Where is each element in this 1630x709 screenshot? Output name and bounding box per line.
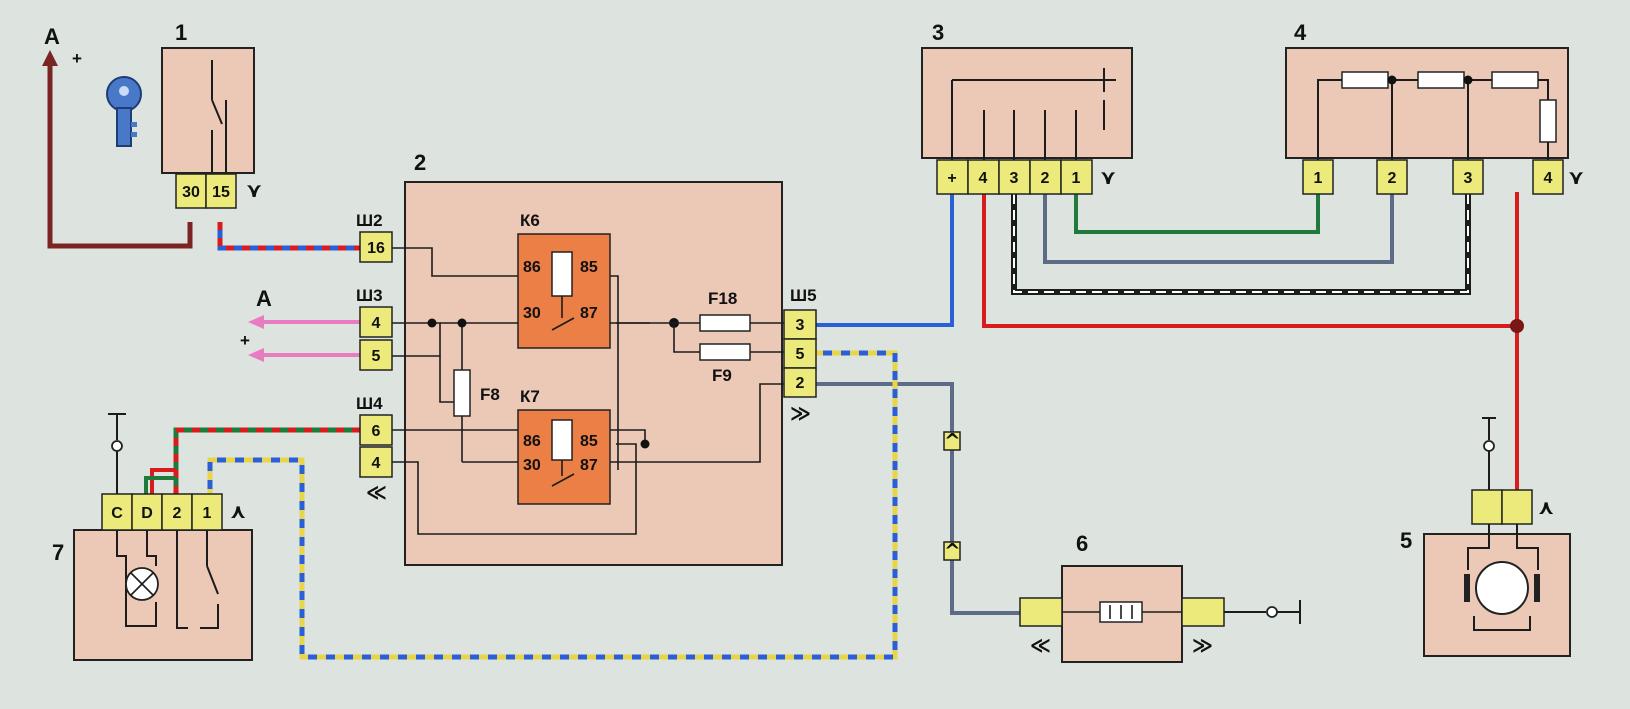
- relay-label: К7: [520, 387, 540, 406]
- component-number: 6: [1076, 531, 1088, 556]
- plug-icon: [943, 431, 961, 451]
- resistor: [1417, 71, 1465, 89]
- wire-battery-dark-red: [47, 62, 193, 249]
- ignition-switch: 1 30 15 ⋎: [161, 20, 262, 209]
- fuse-f18: [699, 314, 751, 332]
- component-number: 1: [175, 20, 187, 45]
- pin-label: 85: [580, 433, 598, 450]
- resistor-block: 4 1 2 3 4 ⋎: [1285, 20, 1584, 195]
- terminal: [175, 173, 207, 209]
- plus-label: +: [240, 331, 250, 350]
- resistor: [1491, 71, 1539, 89]
- pin-label: 4: [979, 170, 988, 187]
- wire-green: [1074, 192, 1320, 234]
- wire-blue-sh5-3: [805, 194, 954, 327]
- svg-text:^: ^: [944, 429, 961, 453]
- wire-black-white: [1011, 192, 1471, 295]
- svg-text:^: ^: [944, 539, 961, 563]
- pin-label: 87: [580, 305, 598, 322]
- wire-grey-sh5-2: [805, 382, 1020, 615]
- connector-6: ^ ^ 6 ≪ ≫: [943, 429, 1301, 663]
- fuse-label: F9: [712, 366, 732, 385]
- component-number: 7: [52, 540, 64, 565]
- junction-dot: [1510, 319, 1524, 333]
- wire-grey-blue: [1043, 192, 1394, 264]
- connector-label: Ш2: [356, 211, 383, 230]
- arrow-left-icon: [248, 315, 264, 329]
- fuse-f8: [453, 369, 471, 417]
- pin-label: 86: [523, 433, 541, 450]
- fuse-f9: [699, 343, 751, 361]
- pin-label: 3: [1464, 170, 1473, 187]
- pin-label: 30: [523, 457, 541, 474]
- component-number: 4: [1294, 20, 1307, 45]
- wire-red: [982, 192, 1519, 328]
- connector-symbol-icon: ⋏: [1538, 495, 1554, 519]
- pin-label: 5: [372, 348, 381, 365]
- component-7: 7 C D 2 1 ⋏: [52, 413, 253, 661]
- pin-label: 5: [796, 346, 805, 363]
- connector-symbol-icon: ≪: [1030, 633, 1051, 657]
- pin-label: 2: [173, 505, 182, 522]
- pin-label: 1: [1314, 170, 1323, 187]
- pin-label: 30: [182, 184, 200, 201]
- connector-label: Ш5: [790, 286, 817, 305]
- pin-label: 2: [1041, 170, 1050, 187]
- switch-3: 3 + 4 3 2 1 ⋎: [921, 20, 1133, 195]
- pin-label: 4: [372, 315, 381, 332]
- pin-label: 30: [523, 305, 541, 322]
- component-number: 2: [414, 150, 426, 175]
- plus-label: +: [72, 49, 82, 68]
- relay-block: 2 К6 86 85 30 87 К7 86 85: [356, 150, 817, 566]
- pin-label: 16: [367, 240, 385, 257]
- key-icon: [106, 76, 142, 147]
- relay-label: К6: [520, 211, 540, 230]
- wire-ignition-blue-red: [217, 222, 360, 251]
- fuse-label: F8: [480, 385, 500, 404]
- pin-label: 2: [1388, 170, 1397, 187]
- terminal: [205, 173, 237, 209]
- resistor: [1539, 99, 1557, 143]
- connector-symbol-icon: ⋎: [246, 178, 262, 202]
- resistor: [1341, 71, 1389, 89]
- fan-motor: ⋏ 5: [1400, 417, 1571, 657]
- pin-label: 3: [1010, 170, 1019, 187]
- pin-label: 3: [796, 317, 805, 334]
- arrow-up-icon: [42, 50, 58, 66]
- connector-symbol-icon: ⋎: [1568, 165, 1584, 189]
- arrow-left-icon: [248, 348, 264, 362]
- connector-symbol-icon: ≫: [1192, 633, 1213, 657]
- connector-symbol-icon: ⋎: [1100, 165, 1116, 189]
- pin-label: 1: [1072, 170, 1081, 187]
- pin-label: C: [111, 505, 123, 522]
- pin-label: 1: [203, 505, 212, 522]
- pin-label: 2: [796, 375, 805, 392]
- battery-label: A: [44, 24, 60, 49]
- pin-label: +: [947, 170, 956, 187]
- component-number: 3: [932, 20, 944, 45]
- fuse-label: F18: [708, 289, 737, 308]
- connector-symbol-icon: ≫: [790, 401, 811, 425]
- switch-3-terminals: + 4 3 2 1: [936, 159, 1093, 195]
- pin-label: 4: [372, 455, 381, 472]
- connector-symbol-icon: ≪: [366, 480, 387, 504]
- motor-icon: [1475, 561, 1529, 615]
- pin-label: 6: [372, 423, 381, 440]
- pin-label: 85: [580, 259, 598, 276]
- plug-icon: [943, 541, 961, 561]
- power-label: A: [256, 286, 272, 311]
- pin-label: 87: [580, 457, 598, 474]
- connector-symbol-icon: ⋏: [230, 499, 246, 523]
- pin-label: 4: [1544, 170, 1553, 187]
- connector-label: Ш4: [356, 394, 383, 413]
- wires: [42, 50, 1524, 660]
- pin-label: D: [141, 505, 153, 522]
- pin-label: 86: [523, 259, 541, 276]
- component-number: 5: [1400, 528, 1412, 553]
- pin-label: 15: [212, 184, 230, 201]
- connector-label: Ш3: [356, 286, 383, 305]
